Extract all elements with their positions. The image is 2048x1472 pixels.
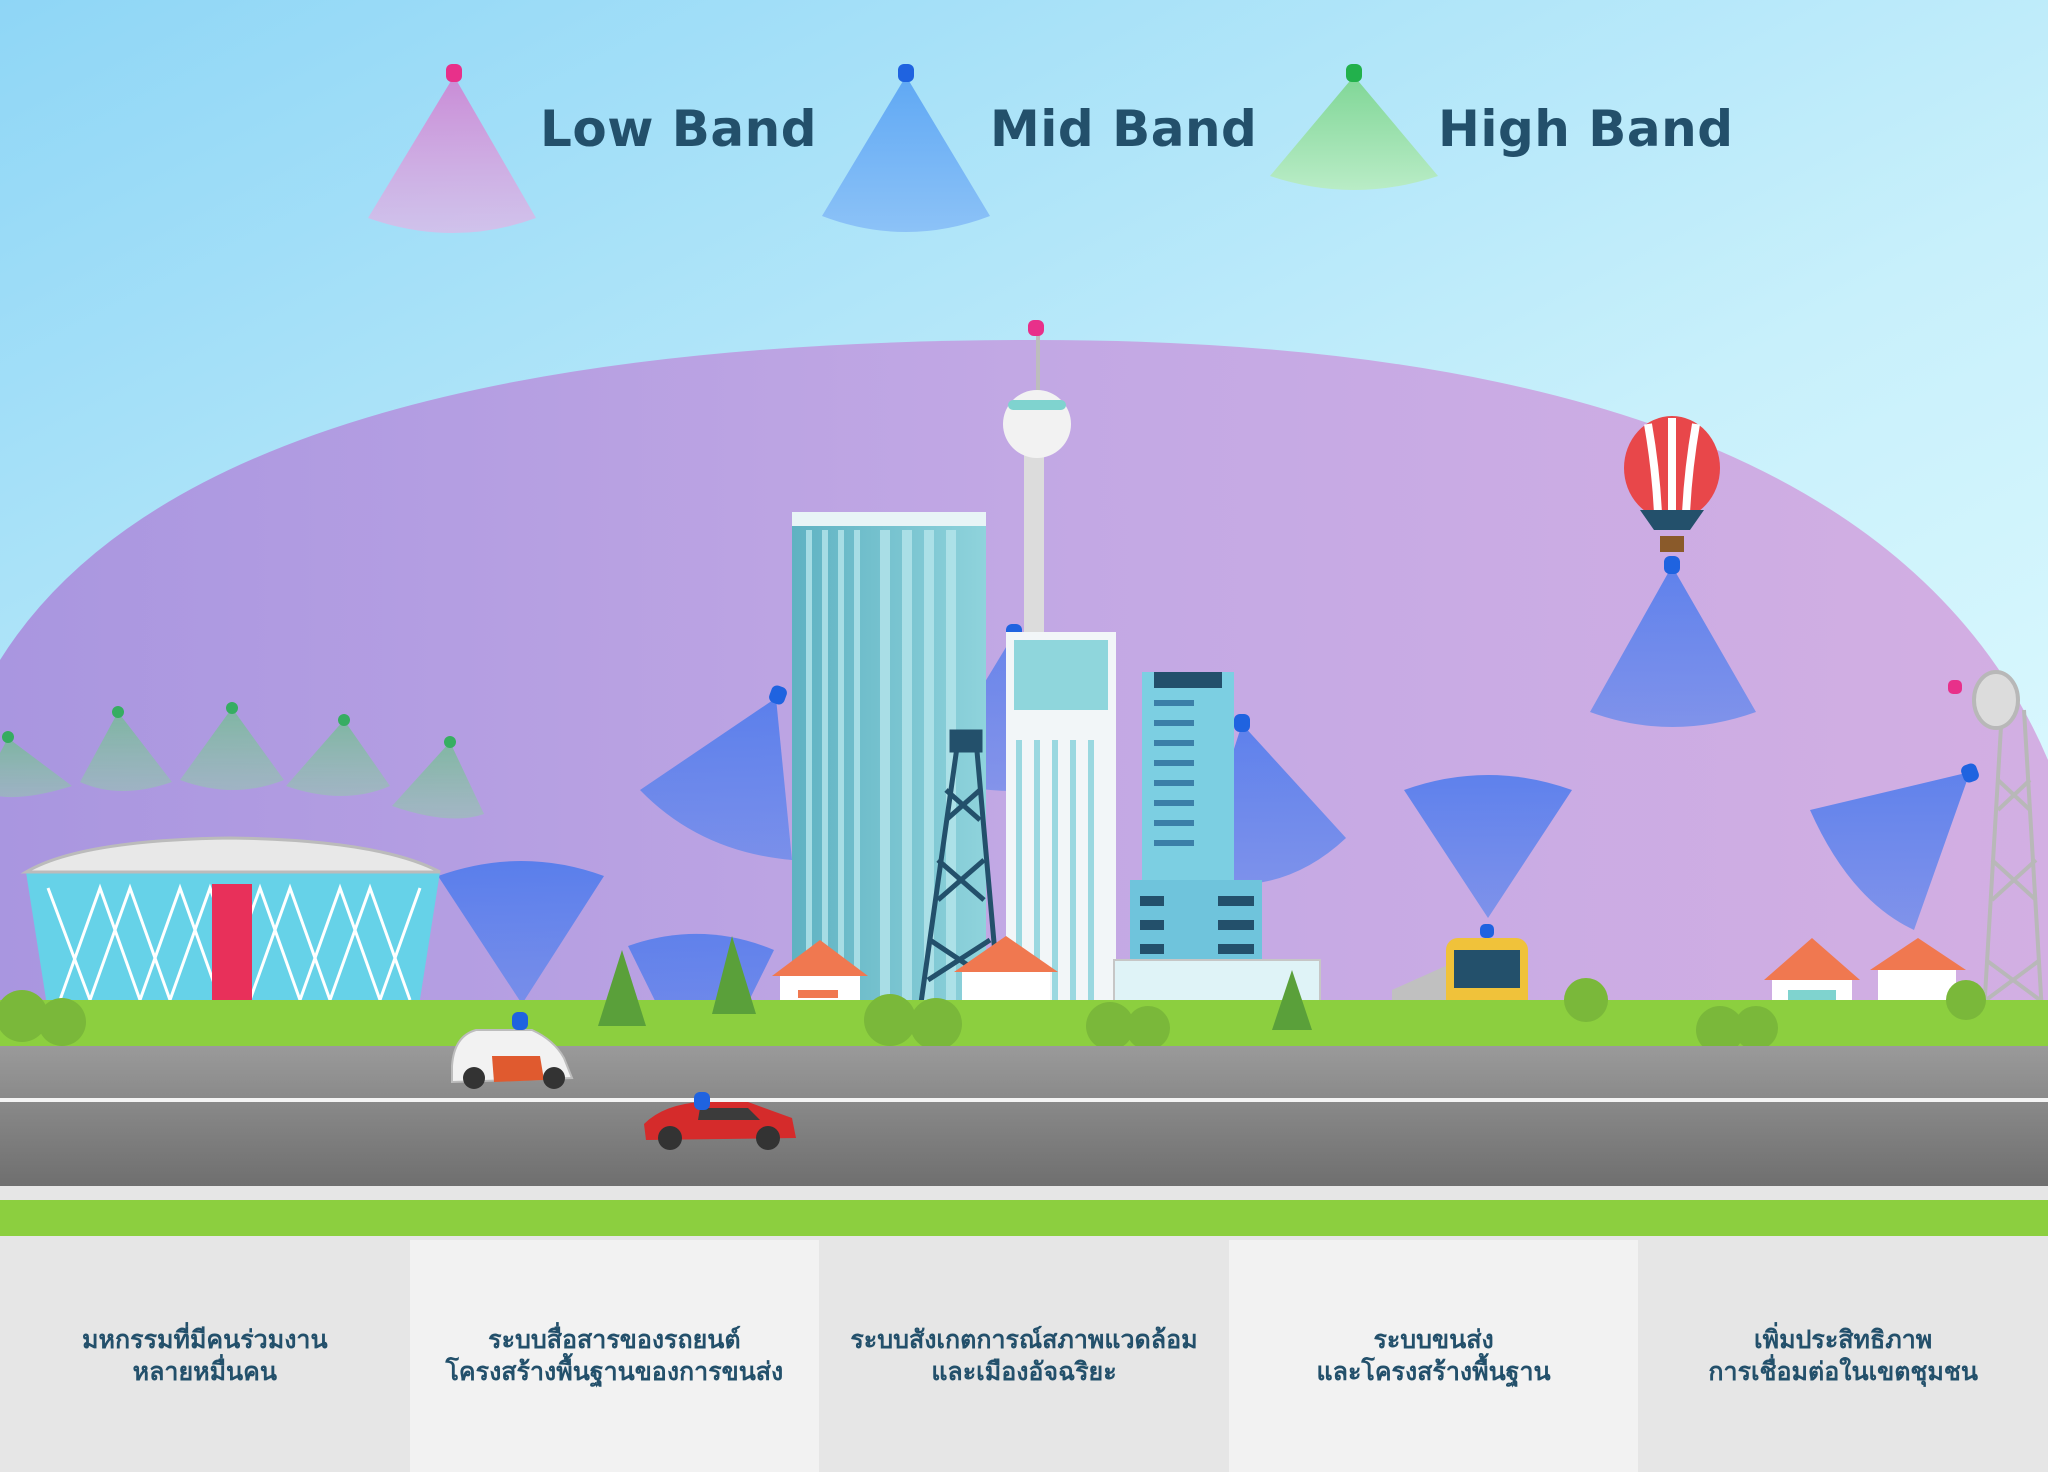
panel-line-2: การเชื่อมต่อในเขตชุมชน [1708, 1357, 1978, 1386]
road [0, 1046, 2048, 1186]
panel-community-connectivity: เพิ่มประสิทธิภาพ การเชื่อมต่อในเขตชุมชน [1638, 1240, 2048, 1472]
panel-line-1: ระบบสังเกตการณ์สภาพแวดล้อม [850, 1325, 1198, 1354]
panel-line-2: โครงสร้างพื้นฐานของการขนส่ง [445, 1357, 784, 1386]
red-car [644, 1092, 796, 1150]
panel-vehicle-communication: ระบบสื่อสารของรถยนต์ โครงสร้างพื้นฐานของ… [409, 1240, 820, 1472]
panel-line-1: เพิ่มประสิทธิภาพ [1754, 1325, 1933, 1354]
legend-high-band-icon [1270, 64, 1438, 190]
radio-mast [1948, 670, 2046, 1047]
panel-line-1: ระบบขนส่ง [1373, 1325, 1494, 1354]
stadium-high-band-cones [0, 702, 484, 819]
legend-mid-band-icon [822, 64, 990, 232]
legend-low-band-label: Low Band [540, 100, 818, 158]
panel-line-1: มหกรรมที่มีคนร่วมงาน [82, 1325, 328, 1354]
legend-mid-band-label: Mid Band [990, 100, 1258, 158]
white-car [451, 1012, 574, 1089]
road-lane-line [0, 1098, 2048, 1102]
panel-large-events: มหกรรมที่มีคนร่วมงาน หลายหมื่นคน [0, 1240, 410, 1472]
lawn-strip [0, 1200, 2048, 1236]
panel-transport-systems: ระบบขนส่ง และโครงสร้างพื้นฐาน [1228, 1240, 1639, 1472]
trees [0, 936, 1986, 1054]
road-curb [0, 1186, 2048, 1200]
legend-high-band-label: High Band [1438, 100, 1734, 158]
panel-line-2: หลายหมื่นคน [132, 1357, 277, 1386]
panel-line-2: และโครงสร้างพื้นฐาน [1316, 1357, 1551, 1386]
legend-low-band-icon [368, 64, 536, 233]
use-case-panels: มหกรรมที่มีคนร่วมงาน หลายหมื่นคน ระบบสื่… [0, 1240, 2048, 1472]
panel-environment-monitoring: ระบบสังเกตการณ์สภาพแวดล้อม และเมืองอัจฉร… [819, 1240, 1229, 1472]
panel-line-1: ระบบสื่อสารของรถยนต์ [488, 1325, 741, 1354]
panel-line-2: และเมืองอัจฉริยะ [931, 1357, 1117, 1386]
hot-air-balloon [1624, 416, 1720, 552]
stadium [20, 836, 441, 1046]
